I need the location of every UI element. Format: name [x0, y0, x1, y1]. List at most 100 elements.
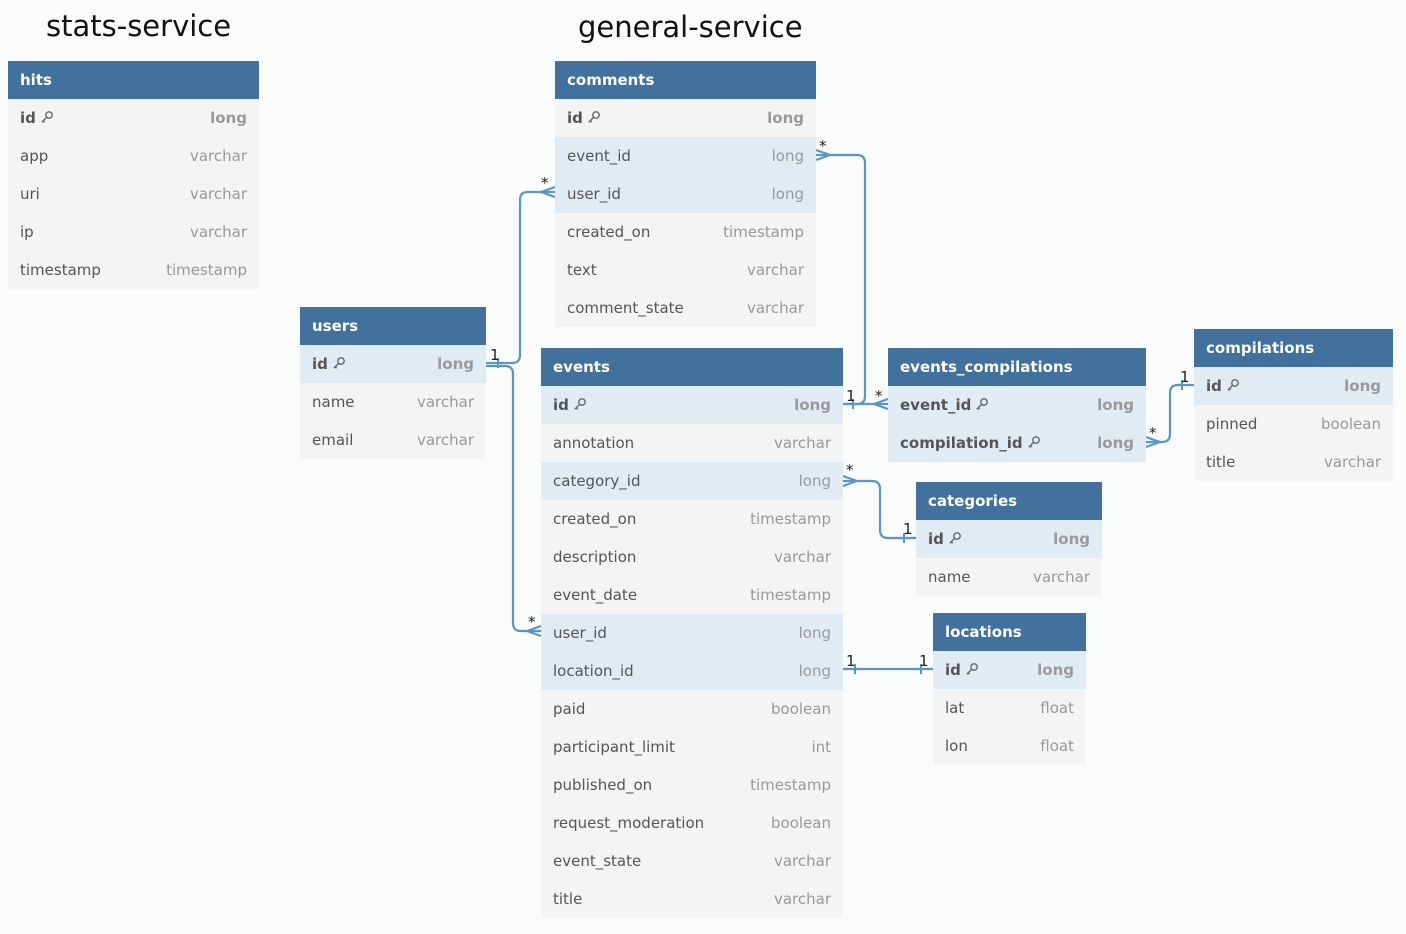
relationship-users-comments[interactable]: [486, 185, 556, 368]
column-name-cell: id: [567, 109, 601, 128]
column-name-cell: event_date: [553, 586, 637, 604]
column-type: long: [771, 185, 804, 203]
column-type: long: [1097, 396, 1134, 414]
table-header[interactable]: events_compilations: [888, 348, 1146, 386]
relationship-users-events[interactable]: [486, 364, 542, 638]
column-name-cell: published_on: [553, 776, 652, 794]
column-row[interactable]: lat float: [933, 689, 1086, 727]
key-icon: [1027, 435, 1041, 453]
relationship-line[interactable]: [486, 364, 541, 633]
key-icon: [587, 110, 601, 128]
table-header[interactable]: hits: [8, 61, 259, 99]
column-row[interactable]: id long: [555, 99, 816, 137]
column-type: int: [811, 738, 831, 756]
column-name-cell: user_id: [567, 185, 621, 203]
column-name: ip: [20, 223, 34, 241]
table-header[interactable]: events: [541, 348, 843, 386]
column-name-cell: lon: [945, 737, 968, 755]
relationship-line[interactable]: [843, 479, 916, 540]
column-row[interactable]: created_on timestamp: [541, 500, 843, 538]
table-header[interactable]: comments: [555, 61, 816, 99]
table-header[interactable]: compilations: [1194, 329, 1393, 367]
column-type: boolean: [771, 700, 831, 718]
column-name-cell: annotation: [553, 434, 634, 452]
column-type: long: [767, 109, 804, 127]
table-events-compilations[interactable]: events_compilations event_id long compilati…: [888, 348, 1146, 462]
column-row[interactable]: event_id long: [888, 386, 1146, 424]
column-type: timestamp: [750, 510, 831, 528]
table-header[interactable]: users: [300, 307, 486, 345]
relationship-line[interactable]: [1146, 383, 1194, 444]
relationship-compilations-eventscompilations[interactable]: [1145, 380, 1194, 449]
column-row[interactable]: annotation varchar: [541, 424, 843, 462]
cardinality-label: 1: [903, 520, 913, 538]
crows-foot-mark: [1145, 435, 1161, 449]
column-type: varchar: [189, 185, 247, 203]
column-name: email: [312, 431, 354, 449]
column-name: lon: [945, 737, 968, 755]
column-name-cell: created_on: [553, 510, 636, 528]
column-row[interactable]: user_id long: [555, 175, 816, 213]
column-name-cell: compilation_id: [900, 434, 1041, 453]
relationship-events-eventscompilations[interactable]: [843, 397, 889, 411]
relationship-line[interactable]: [486, 190, 555, 365]
column-name: text: [567, 261, 597, 279]
column-name-cell: name: [312, 393, 355, 411]
column-name: annotation: [553, 434, 635, 452]
column-type: float: [1040, 699, 1074, 717]
column-name: event_id: [567, 147, 631, 165]
column-type: long: [794, 396, 831, 414]
column-name-cell: text: [567, 261, 597, 279]
column-name: event_id: [900, 395, 972, 414]
column-type: varchar: [773, 434, 831, 452]
relationship-categories-events[interactable]: [842, 474, 916, 543]
column-name-cell: id: [945, 661, 979, 680]
table-header[interactable]: locations: [933, 613, 1086, 651]
column-type: long: [798, 662, 831, 680]
column-name-cell: lat: [945, 699, 964, 717]
column-type: varchar: [773, 890, 831, 908]
relationship-locations-events[interactable]: [843, 664, 933, 674]
cardinality-label: *: [1149, 424, 1157, 442]
table-header[interactable]: categories: [916, 482, 1102, 520]
